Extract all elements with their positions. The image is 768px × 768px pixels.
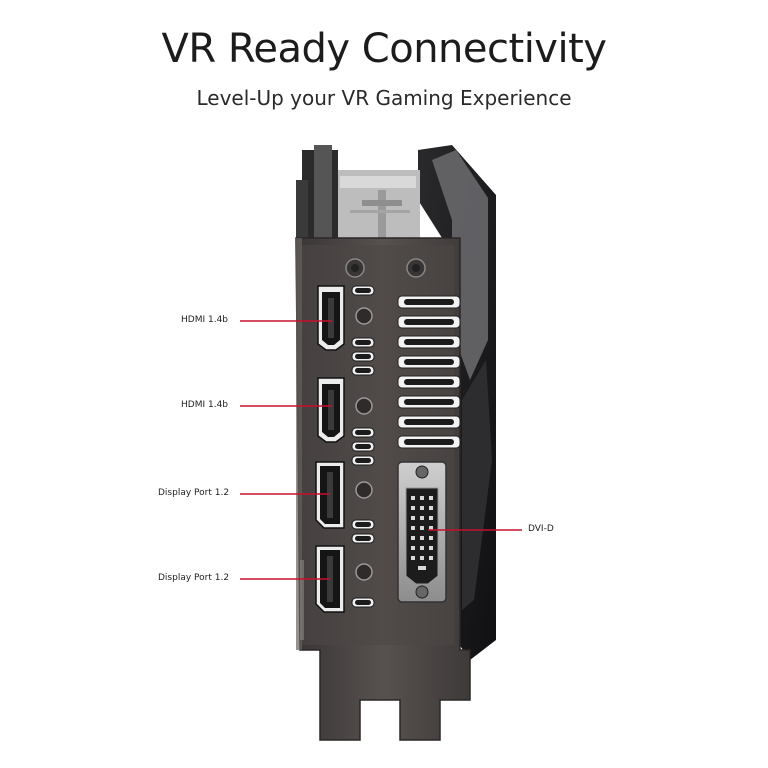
label-hdmi-top: HDMI 1.4b: [181, 315, 229, 325]
label-displayport-bottom: Display Port 1.2: [158, 573, 230, 583]
hdmi-port-bottom: [317, 377, 345, 443]
heatsink-top: [338, 170, 420, 250]
label-displayport-top: Display Port 1.2: [158, 488, 230, 498]
bracket-screws: [345, 258, 426, 278]
leader-lines: [240, 320, 522, 580]
port-standoffs: [355, 307, 373, 581]
label-hdmi-bottom: HDMI 1.4b: [181, 400, 229, 410]
label-dvi-d: DVI-D: [528, 524, 554, 534]
displayport-top: [315, 461, 345, 529]
vent-grille: [397, 295, 461, 449]
headline: VR Ready Connectivity: [161, 26, 607, 72]
subheadline: Level-Up your VR Gaming Experience: [196, 86, 572, 110]
pcb-edge: [296, 145, 338, 245]
side-vent-slots-inner: [355, 288, 371, 605]
dvi-d-port: [397, 461, 447, 603]
hdmi-port-top: [317, 285, 345, 351]
